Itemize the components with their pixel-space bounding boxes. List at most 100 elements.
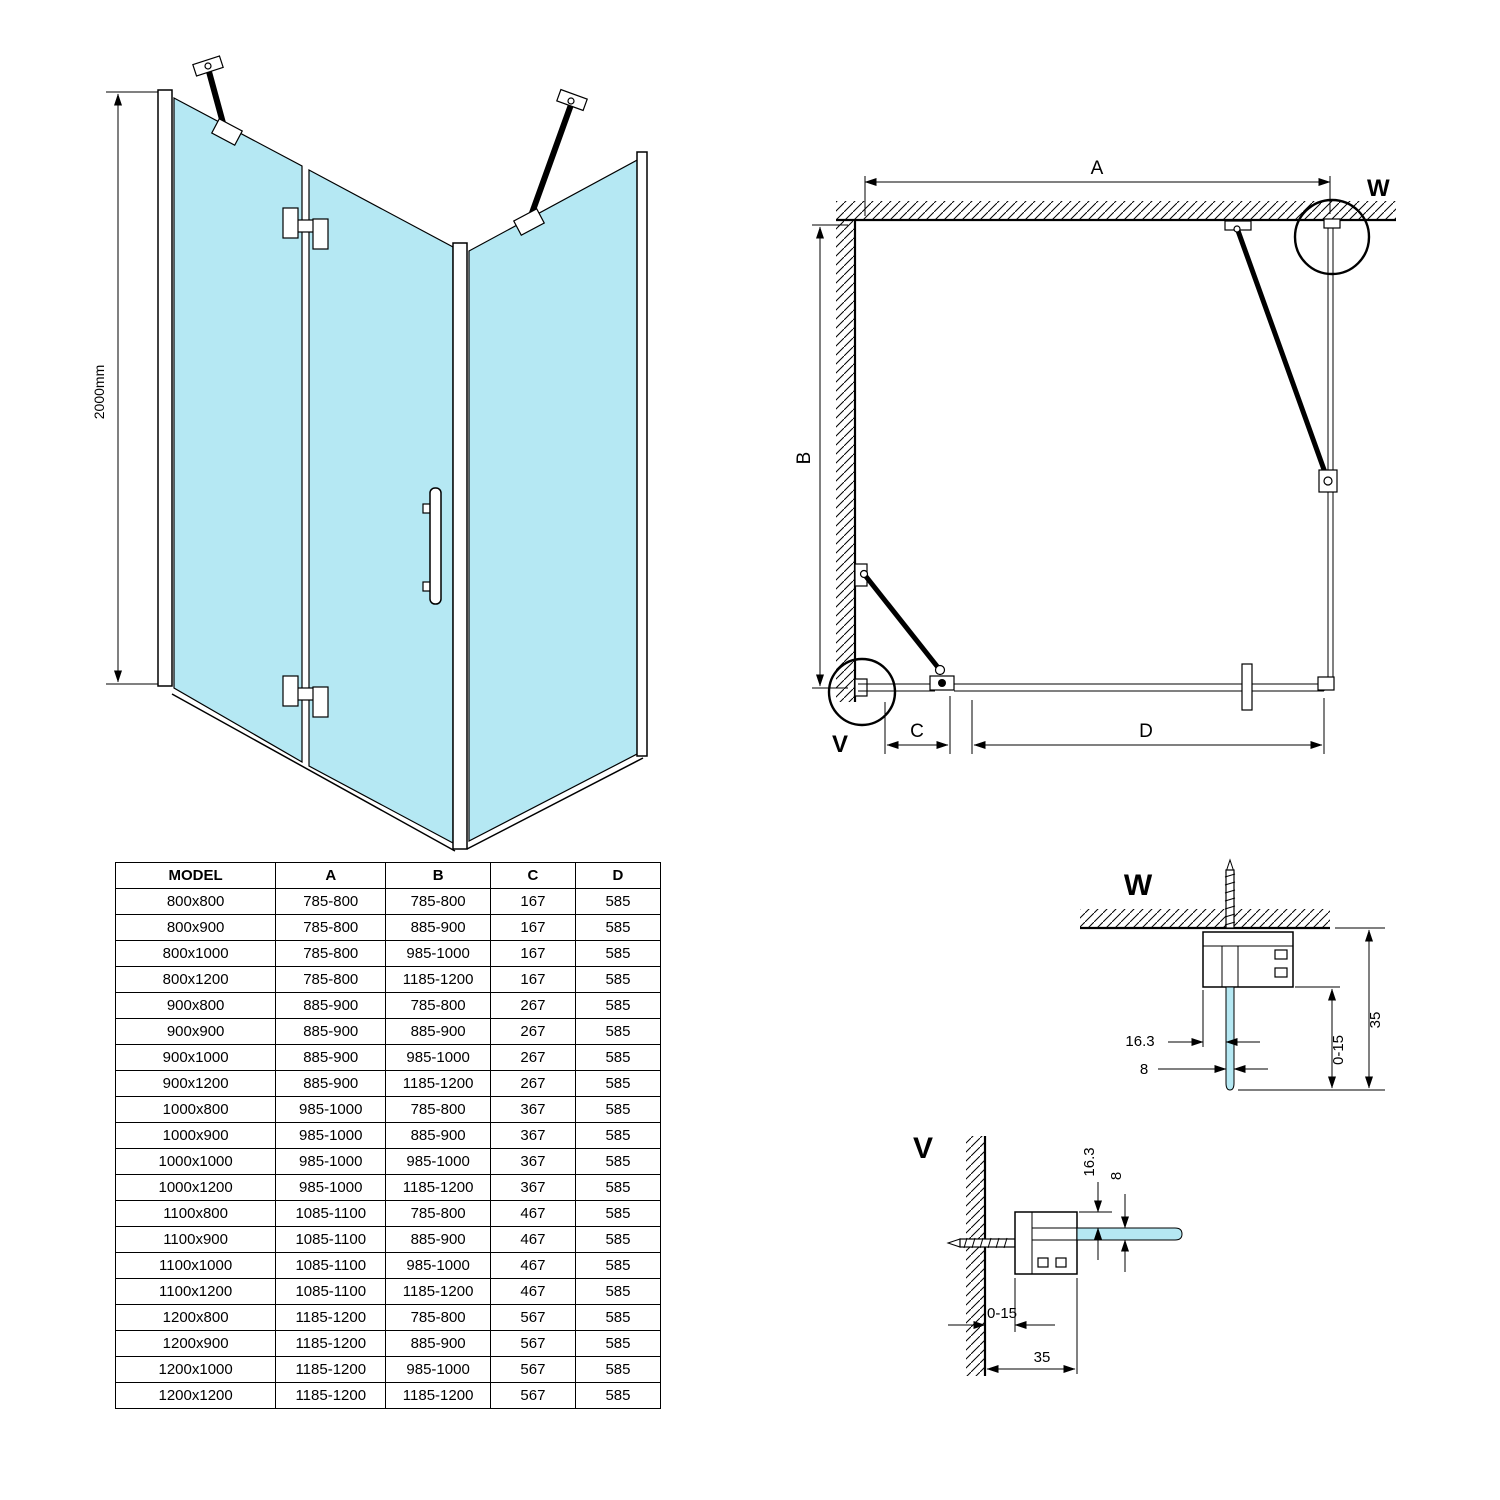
table-cell: 167 [489,966,576,993]
table-cell: 467 [489,1200,576,1227]
detail-w-title: W [1124,869,1153,902]
side-sill-line [466,757,644,850]
table-cell: 367 [489,1096,576,1123]
side-panel-plan [1323,218,1341,688]
table-cell: 1200x900 [114,1330,277,1357]
table-cell: 367 [489,1122,576,1149]
table-cell: 885-900 [385,1226,491,1253]
anchor-screw [946,1237,1016,1249]
table-cell: 585 [574,1044,662,1071]
table-cell: 800x1000 [114,940,277,967]
table-cell: 985-1000 [385,1252,491,1279]
table-cell: 585 [574,1278,662,1305]
left-wall-profile [157,89,173,687]
door-plan [854,663,1335,711]
detail-circle-w [1293,198,1371,276]
detail-v-drawing: V 16. [913,1132,1183,1376]
table-cell: 585 [574,1382,662,1409]
table-cell: 567 [489,1382,576,1409]
support-bar-plan [1224,220,1338,493]
table-cell: 800x800 [114,888,277,915]
table-cell: 1000x800 [114,1096,277,1123]
table-cell: 367 [489,1174,576,1201]
table-cell: 585 [574,1304,662,1331]
table-cell: 985-1000 [385,1148,491,1175]
dim-b-label: B [794,452,815,465]
table-cell: 885-900 [385,1122,491,1149]
door-support-strut [854,563,946,676]
table-cell: 785-800 [275,914,387,941]
table-cell: 785-800 [275,888,387,915]
table-cell: 585 [574,1226,662,1253]
table-cell: 167 [489,940,576,967]
col-header-d: D [574,862,662,889]
dim-glass-thickness: 8 [1108,1172,1129,1272]
bottom-hinge [282,675,329,718]
table-cell: 585 [574,1122,662,1149]
support-bar-left [192,55,244,146]
table-cell: 1100x900 [114,1226,277,1253]
table-cell: 585 [574,1330,662,1357]
table-cell: 885-900 [275,1044,387,1071]
table-cell: 585 [574,1148,662,1175]
table-cell: 585 [574,1252,662,1279]
table-cell: 1185-1200 [385,1278,491,1305]
isometric-view-drawing: 2000mm [91,55,648,852]
table-cell: 1185-1200 [275,1382,387,1409]
table-cell: 585 [574,1070,662,1097]
table-cell: 167 [489,914,576,941]
ceiling-hatch [1080,909,1330,928]
dimension-a: A [864,158,1331,216]
profile-depth-label: 35 [1034,1349,1051,1366]
table-cell: 267 [489,992,576,1019]
dimension-c: C [884,696,951,754]
table-cell: 585 [574,992,662,1019]
detail-v-callout: V [832,731,848,758]
table-cell: 885-900 [275,992,387,1019]
table-cell: 167 [489,888,576,915]
table-cell: 1200x1000 [114,1356,277,1383]
door-handle [422,487,442,605]
table-cell: 800x900 [114,914,277,941]
dimension-d: D [971,698,1325,754]
glass-thickness-label: 8 [1140,1061,1148,1078]
table-cell: 567 [489,1356,576,1383]
table-cell: 985-1000 [385,1356,491,1383]
table-cell: 1085-1100 [275,1200,387,1227]
anchor-screw [1224,858,1236,929]
glass-section [1076,1227,1183,1241]
table-cell: 1185-1200 [275,1330,387,1357]
dimension-b: B [794,224,848,689]
wall-hatch [966,1136,985,1376]
table-cell: 885-900 [385,1018,491,1045]
table-cell: 1185-1200 [275,1356,387,1383]
table-header-row: MODEL A B C D [114,862,662,889]
table-cell: 585 [574,940,662,967]
table-cell: 785-800 [385,1200,491,1227]
right-edge-profile [636,151,648,757]
table-cell: 1000x1200 [114,1174,277,1201]
front-sill-line [171,693,456,852]
table-cell: 267 [489,1018,576,1045]
detail-w-drawing: W [1080,858,1385,1091]
table-cell: 785-800 [385,1096,491,1123]
dim-glass-offset: 16.3 [1125,990,1260,1050]
glass-offset-label: 16.3 [1081,1147,1098,1176]
detail-circle-v [827,657,897,727]
dim-profile-height: 35 [1335,927,1385,1089]
table-cell: 985-1000 [275,1096,387,1123]
adjust-range-label: 0-15 [1330,1035,1347,1065]
detail-v-title: V [913,1132,933,1165]
